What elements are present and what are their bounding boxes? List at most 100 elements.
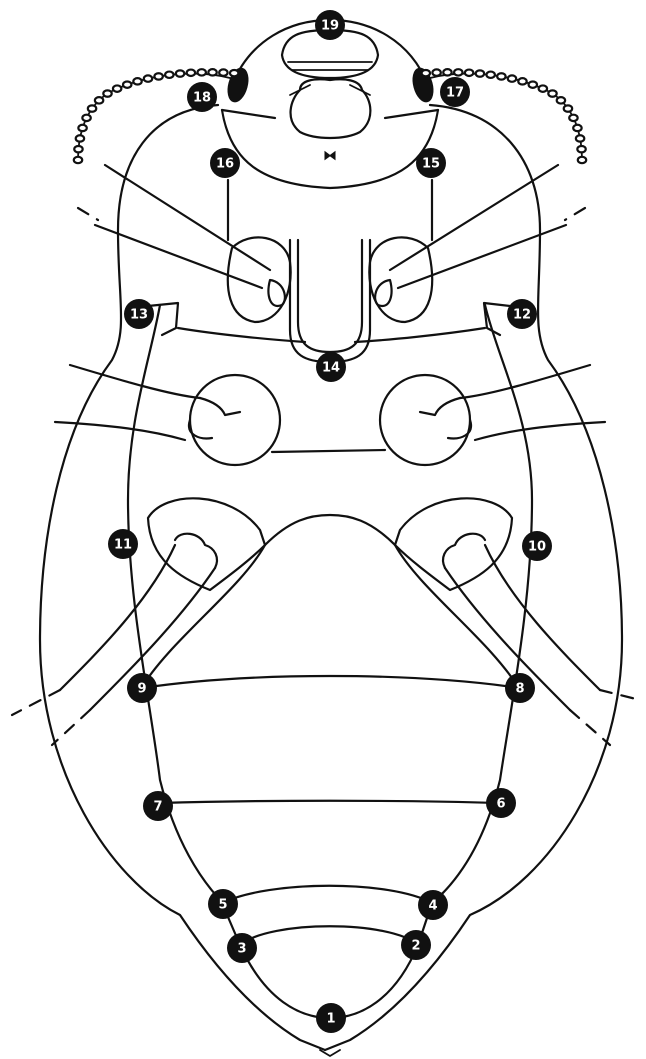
fore-leg-left xyxy=(95,165,270,288)
antenna-left-segment xyxy=(165,72,173,78)
marker-label: 2 xyxy=(411,939,420,954)
fore-leg-dash-left xyxy=(78,208,98,220)
antenna-left-segment xyxy=(154,73,162,79)
mid-leg-right-tip xyxy=(420,398,471,438)
antenna-left-segment xyxy=(208,69,216,75)
antenna-right-segment xyxy=(578,157,586,163)
antenna-right-segment xyxy=(465,70,473,76)
sternite-line-2 xyxy=(160,801,500,803)
antenna-left-segment xyxy=(123,81,131,87)
prosternum-sides xyxy=(222,110,438,118)
sternite-line-3 xyxy=(222,886,432,903)
marker-label: 11 xyxy=(114,538,132,553)
marker-7: 7 xyxy=(143,791,173,821)
marker-16: 16 xyxy=(210,148,240,178)
marker-label: 6 xyxy=(496,797,505,812)
prosternal-process-inner xyxy=(298,240,362,352)
intercoxal-process xyxy=(265,515,395,545)
marker-8: 8 xyxy=(505,673,535,703)
antenna-left-segment xyxy=(74,157,82,163)
marker-1: 1 xyxy=(316,1003,346,1033)
marker-17: 17 xyxy=(440,77,470,107)
marker-4: 4 xyxy=(418,890,448,920)
antenna-right-segment xyxy=(454,69,462,75)
antenna-right-segment xyxy=(564,105,572,111)
prosternum-symbol: ⧓ xyxy=(323,148,337,164)
mid-leg-left-tip xyxy=(189,398,240,438)
mid-leg-right xyxy=(460,365,605,440)
marker-3: 3 xyxy=(227,933,257,963)
antenna-right-segment xyxy=(422,70,430,76)
hind-coxa-right xyxy=(395,498,512,590)
antenna-right-segment xyxy=(443,69,451,75)
marker-13: 13 xyxy=(124,299,154,329)
antenna-left-segment xyxy=(103,90,111,96)
marker-10: 10 xyxy=(522,531,552,561)
antenna-left-segment xyxy=(176,70,184,76)
marker-11: 11 xyxy=(108,529,138,559)
antenna-right-segment xyxy=(577,146,585,152)
antenna-right-segment xyxy=(557,97,565,103)
antenna-right-segment xyxy=(486,72,494,78)
hind-sternite-upper xyxy=(140,545,520,690)
hind-leg-left-dash xyxy=(12,690,90,745)
antenna-left-segment xyxy=(74,146,82,152)
antenna-left-segment xyxy=(76,135,84,141)
mesosternum-line xyxy=(178,328,485,342)
hind-leg-right-dash xyxy=(570,690,640,745)
antenna-left-segment xyxy=(144,75,152,81)
antenna-right-segment xyxy=(518,78,526,84)
antenna-right-segment xyxy=(529,81,537,87)
metasternum-line xyxy=(272,450,385,452)
marker-14: 14 xyxy=(316,352,346,382)
marker-9: 9 xyxy=(127,673,157,703)
antenna-right-segment xyxy=(576,135,584,141)
marker-label: 7 xyxy=(153,800,162,815)
marker-label: 8 xyxy=(515,682,524,697)
marker-label: 12 xyxy=(513,308,531,323)
fore-trochanter-left xyxy=(269,280,285,306)
marker-label: 18 xyxy=(193,91,211,106)
marker-label: 1 xyxy=(326,1012,335,1027)
marker-label: 13 xyxy=(130,308,148,323)
marker-label: 14 xyxy=(322,361,340,376)
mid-coxa-right xyxy=(380,375,470,465)
marker-label: 15 xyxy=(422,157,440,172)
labrum xyxy=(288,62,372,70)
marker-2: 2 xyxy=(401,930,431,960)
antenna-right-segment xyxy=(573,125,581,131)
antenna-left-segment xyxy=(95,97,103,103)
antenna-right-segment xyxy=(497,73,505,79)
antenna-left-segment xyxy=(113,85,121,91)
marker-label: 5 xyxy=(218,898,227,913)
hind-trochanter-left xyxy=(175,534,217,568)
marker-label: 10 xyxy=(528,540,546,555)
marker-label: 4 xyxy=(428,899,437,914)
marker-label: 3 xyxy=(237,942,246,957)
hind-trochanter-right xyxy=(443,534,485,568)
pygidium-top xyxy=(240,926,418,945)
marker-label: 19 xyxy=(321,19,339,34)
marker-label: 9 xyxy=(137,682,146,697)
antenna-right-segment xyxy=(476,70,484,76)
fore-trochanter-right xyxy=(375,280,391,306)
antenna-right-segment xyxy=(569,115,577,121)
marker-6: 6 xyxy=(486,788,516,818)
marker-label: 16 xyxy=(216,157,234,172)
marker-18: 18 xyxy=(187,82,217,112)
mentum xyxy=(290,85,370,95)
antenna-left-segment xyxy=(230,70,238,76)
antenna-right-segment xyxy=(548,90,556,96)
marker-19: 19 xyxy=(315,10,345,40)
antenna-right-segment xyxy=(539,85,547,91)
fore-leg-dash-right xyxy=(565,208,585,220)
marker-5: 5 xyxy=(208,889,238,919)
antenna-left-segment xyxy=(133,78,141,84)
antenna-right-segment xyxy=(508,75,516,81)
antenna-right-segment xyxy=(432,69,440,75)
apex-lines xyxy=(320,1050,340,1056)
antenna-left-segment xyxy=(187,70,195,76)
antenna-left-segment xyxy=(198,69,206,75)
